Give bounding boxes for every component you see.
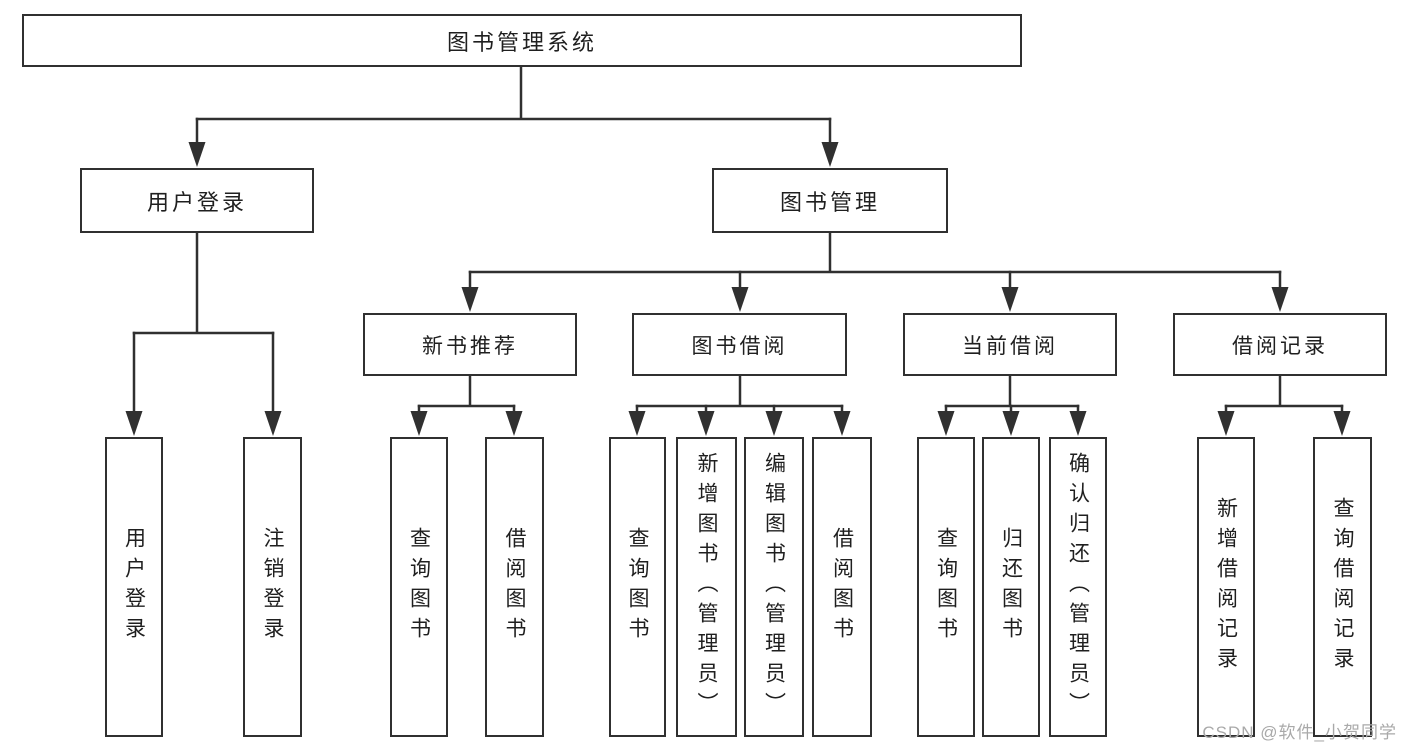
leaf-label: 新增图书（管理员） [695,452,718,722]
node-label: 用户登录 [146,189,247,215]
node-label: 新书推荐 [422,334,518,358]
arrowheads [125,142,1351,436]
node-label: 图书借阅 [691,334,788,358]
leaf-label: 注销登录 [261,527,284,647]
leaf-label: 确认归还（管理员） [1066,452,1090,722]
leaf-query-books-recommend: 查询图书 [390,437,448,737]
node-current-borrow: 当前借阅 [903,313,1117,376]
node-borrow-record: 借阅记录 [1173,313,1387,376]
leaf-borrow-books: 借阅图书 [812,437,872,737]
node-label: 当前借阅 [962,334,1058,358]
leaf-label: 归还图书 [999,527,1023,647]
leaf-label: 查询图书 [934,527,958,647]
node-root-system: 图书管理系统 [22,14,1022,67]
leaf-query-books-current: 查询图书 [917,437,975,737]
leaf-label: 借阅图书 [503,527,526,647]
leaf-label: 借阅图书 [830,527,854,647]
node-label: 图书管理系统 [446,29,597,55]
node-book-borrow: 图书借阅 [632,313,847,376]
leaf-label: 用户登录 [122,527,146,647]
leaf-label: 编辑图书（管理员） [762,452,786,722]
leaf-edit-books-admin: 编辑图书（管理员） [744,437,804,737]
leaf-label: 查询图书 [407,527,431,647]
csdn-watermark: CSDN @软件_小贺同学 [1202,723,1397,742]
leaf-label: 查询借阅记录 [1331,497,1354,677]
leaf-label: 新增借阅记录 [1214,497,1238,677]
leaf-add-books-admin: 新增图书（管理员） [676,437,737,737]
node-user-login: 用户登录 [80,168,314,233]
node-new-book-recommend: 新书推荐 [363,313,577,376]
leaf-confirm-return-admin: 确认归还（管理员） [1049,437,1107,737]
node-book-management: 图书管理 [712,168,948,233]
leaf-user-login: 用户登录 [105,437,163,737]
leaf-label: 查询图书 [626,527,649,647]
leaf-logout-login: 注销登录 [243,437,302,737]
leaf-borrow-books-recommend: 借阅图书 [485,437,544,737]
leaf-add-borrow-record: 新增借阅记录 [1197,437,1255,737]
node-label: 图书管理 [779,189,880,215]
leaf-query-borrow-record: 查询借阅记录 [1313,437,1372,737]
leaf-query-books-borrow: 查询图书 [609,437,666,737]
node-label: 借阅记录 [1232,334,1328,358]
leaf-return-books: 归还图书 [982,437,1040,737]
